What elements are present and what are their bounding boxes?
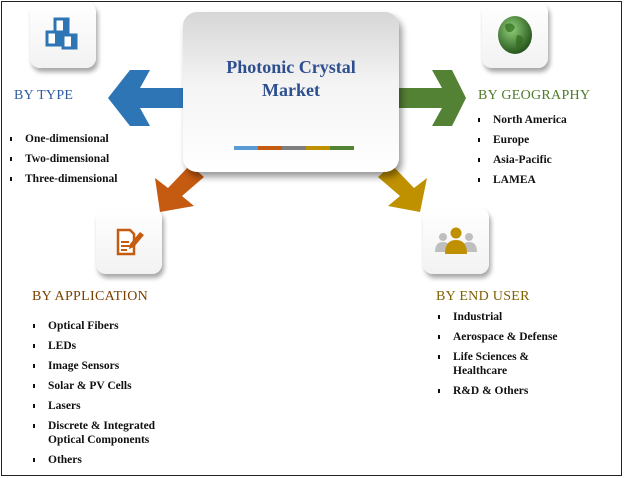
list-item: North America bbox=[478, 113, 567, 127]
list-item: Optical Fibers bbox=[33, 319, 203, 333]
title-line-1: Photonic Crystal bbox=[226, 57, 356, 77]
list-item: Two-dimensional bbox=[10, 152, 117, 166]
list-item: R&D & Others bbox=[438, 384, 588, 398]
heading-by-application: BY APPLICATION bbox=[32, 289, 149, 304]
list-item: LEDs bbox=[33, 339, 203, 353]
list-item: One-dimensional bbox=[10, 132, 117, 146]
color-bar-green bbox=[330, 146, 354, 150]
document-pencil-icon bbox=[116, 228, 144, 256]
arrow-left-type bbox=[108, 70, 185, 126]
page-title: Photonic Crystal Market bbox=[183, 56, 399, 102]
color-bar-blue bbox=[234, 146, 258, 150]
arrow-down-right-end-user bbox=[378, 165, 427, 212]
list-item: Life Sciences & Healthcare bbox=[438, 350, 563, 378]
title-line-2: Market bbox=[262, 80, 320, 100]
color-bar bbox=[234, 146, 354, 150]
list-item: Three-dimensional bbox=[10, 172, 117, 186]
list-item: Lasers bbox=[33, 399, 203, 413]
type-icon-box bbox=[30, 2, 96, 68]
heading-by-geography: BY GEOGRAPHY bbox=[478, 88, 591, 103]
list-item: LAMEA bbox=[478, 173, 567, 187]
list-item: Image Sensors bbox=[33, 359, 203, 373]
application-icon-box bbox=[96, 208, 162, 274]
cubes-icon bbox=[45, 17, 78, 50]
center-title-box: Photonic Crystal Market bbox=[183, 12, 399, 172]
geography-list: North America Europe Asia-Pacific LAMEA bbox=[478, 113, 567, 193]
color-bar-gray bbox=[282, 146, 306, 150]
arrow-down-left-application bbox=[155, 165, 204, 212]
type-list: One-dimensional Two-dimensional Three-di… bbox=[10, 132, 117, 192]
end-user-icon-box bbox=[423, 208, 489, 274]
globe-icon bbox=[498, 16, 532, 54]
list-item: Discrete & Integrated Optical Components bbox=[33, 419, 188, 447]
list-item: Industrial bbox=[438, 310, 588, 324]
end-user-list: Industrial Aerospace & Defense Life Scie… bbox=[438, 310, 588, 404]
list-item: Europe bbox=[478, 133, 567, 147]
application-list: Optical Fibers LEDs Image Sensors Solar … bbox=[33, 319, 203, 473]
list-item: Asia-Pacific bbox=[478, 153, 567, 167]
color-bar-gold bbox=[306, 146, 330, 150]
geography-icon-box bbox=[482, 2, 548, 68]
list-item: Others bbox=[33, 453, 203, 467]
list-item: Solar & PV Cells bbox=[33, 379, 203, 393]
heading-by-end-user: BY END USER bbox=[436, 289, 530, 304]
users-icon bbox=[435, 227, 477, 254]
list-item: Aerospace & Defense bbox=[438, 330, 588, 344]
arrow-right-geography bbox=[398, 70, 466, 126]
color-bar-orange bbox=[258, 146, 282, 150]
heading-by-type: BY TYPE bbox=[14, 88, 74, 103]
